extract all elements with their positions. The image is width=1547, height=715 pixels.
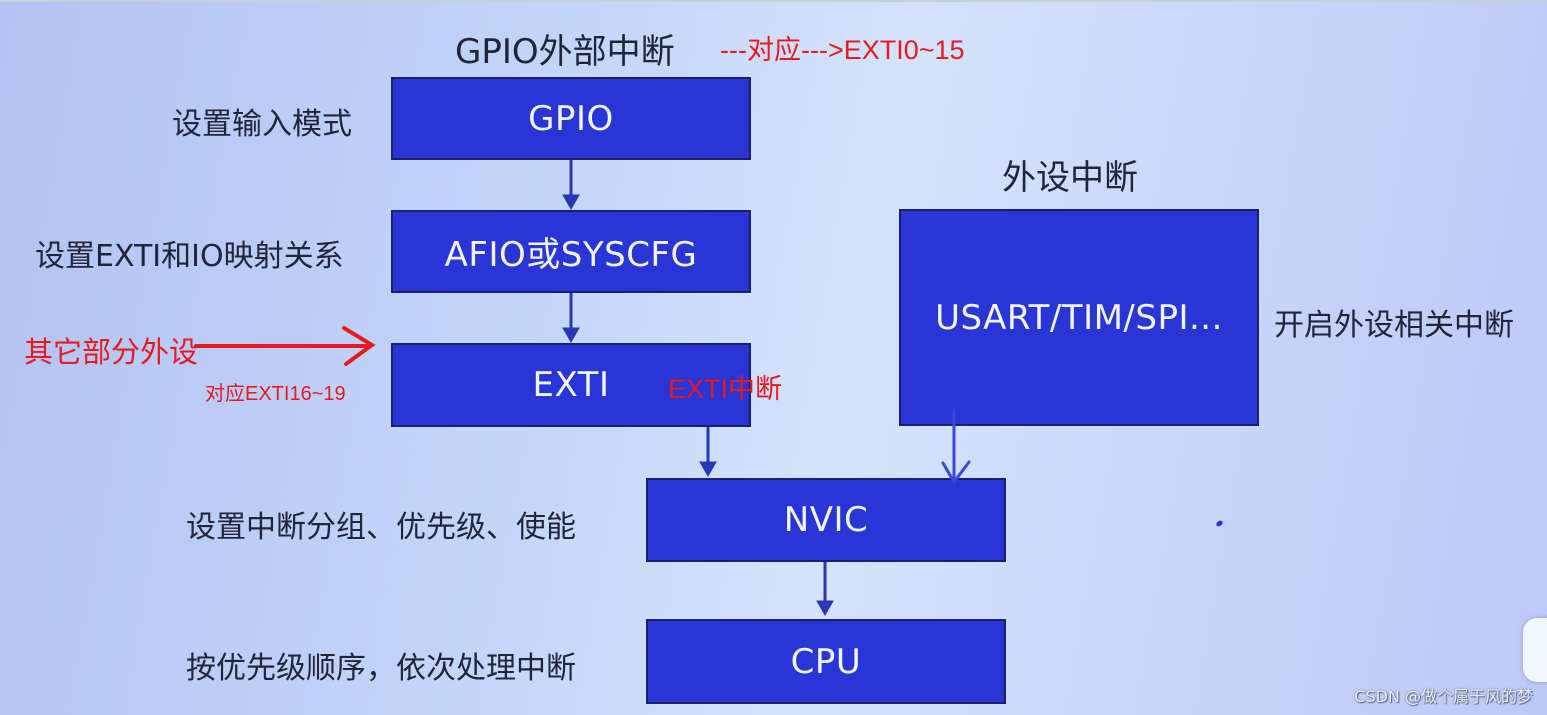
cpu-step-label: 按优先级顺序，依次处理中断 [186, 651, 576, 686]
exti-box: EXTI [391, 343, 751, 427]
top-border [0, 0, 1547, 2]
exti-to-nvic-arrow-icon [699, 427, 717, 478]
cpu-box-label: CPU [790, 641, 862, 682]
peripheral-box-label: USART/TIM/SPI... [935, 297, 1223, 338]
nvic-step-label: 设置中断分组、优先级、使能 [186, 510, 576, 545]
nvic-box: NVIC [646, 478, 1006, 562]
gpio-to-afio-arrow-icon [562, 160, 580, 211]
peripheral-interrupt-title: 外设中断 [1002, 158, 1138, 198]
peripheral-box: USART/TIM/SPI... [899, 209, 1259, 426]
gpio-external-interrupt-title: GPIO外部中断 [455, 32, 675, 72]
csdn-watermark: CSDN @做个属于风的梦 [1354, 687, 1533, 706]
gpio-box-label: GPIO [528, 98, 614, 139]
peripheral-step-label: 开启外设相关中断 [1274, 308, 1514, 343]
other-peripherals-annotation: 其它部分外设 [24, 337, 199, 369]
afio-box-label: AFIO或SYSCFG [444, 235, 698, 275]
exti-box-label: EXTI [532, 365, 610, 405]
afio-box: AFIO或SYSCFG [391, 210, 751, 293]
nvic-box-label: NVIC [783, 500, 869, 540]
gpio-box: GPIO [391, 77, 751, 160]
gpio-mapping-annotation: ---对应--->EXTI0~15 [720, 35, 965, 65]
cpu-box: CPU [646, 619, 1006, 704]
afio-to-exti-arrow-icon [562, 293, 580, 344]
gpio-step-label: 设置输入模式 [172, 107, 352, 142]
other-peripherals-red-arrow-icon [194, 326, 376, 366]
peripheral-to-nvic-hand-arrow-icon [941, 408, 971, 485]
exti-interrupt-annotation: EXTI中断 [668, 374, 783, 404]
nvic-to-cpu-arrow-icon [816, 562, 834, 617]
afio-step-label: 设置EXTI和IO映射关系 [35, 239, 344, 274]
other-mapping-annotation: 对应EXTI16~19 [205, 383, 346, 405]
floating-side-widget[interactable] [1523, 618, 1547, 682]
